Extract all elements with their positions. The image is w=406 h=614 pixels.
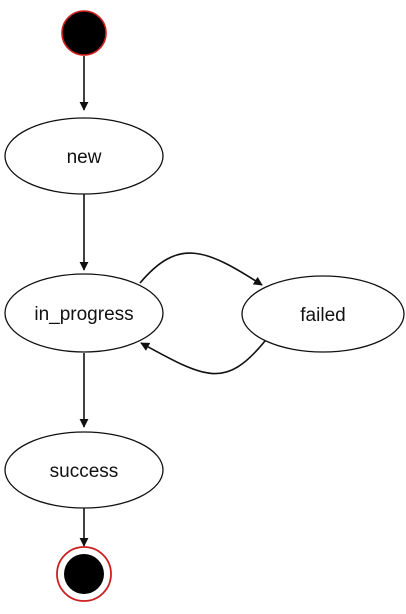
state-failed-label: failed — [300, 305, 345, 326]
transition-failed-to-in-progress — [140, 340, 266, 375]
state-new: new — [4, 117, 164, 195]
state-in-progress-label: in_progress — [34, 304, 133, 325]
state-success: success — [4, 431, 164, 509]
state-success-label: success — [50, 461, 119, 482]
state-in-progress: in_progress — [4, 273, 164, 353]
initial-state-node — [61, 10, 107, 56]
final-state-node — [56, 546, 112, 602]
state-failed: failed — [241, 275, 405, 353]
transition-in-progress-to-failed — [139, 252, 263, 286]
state-new-label: new — [67, 147, 102, 168]
